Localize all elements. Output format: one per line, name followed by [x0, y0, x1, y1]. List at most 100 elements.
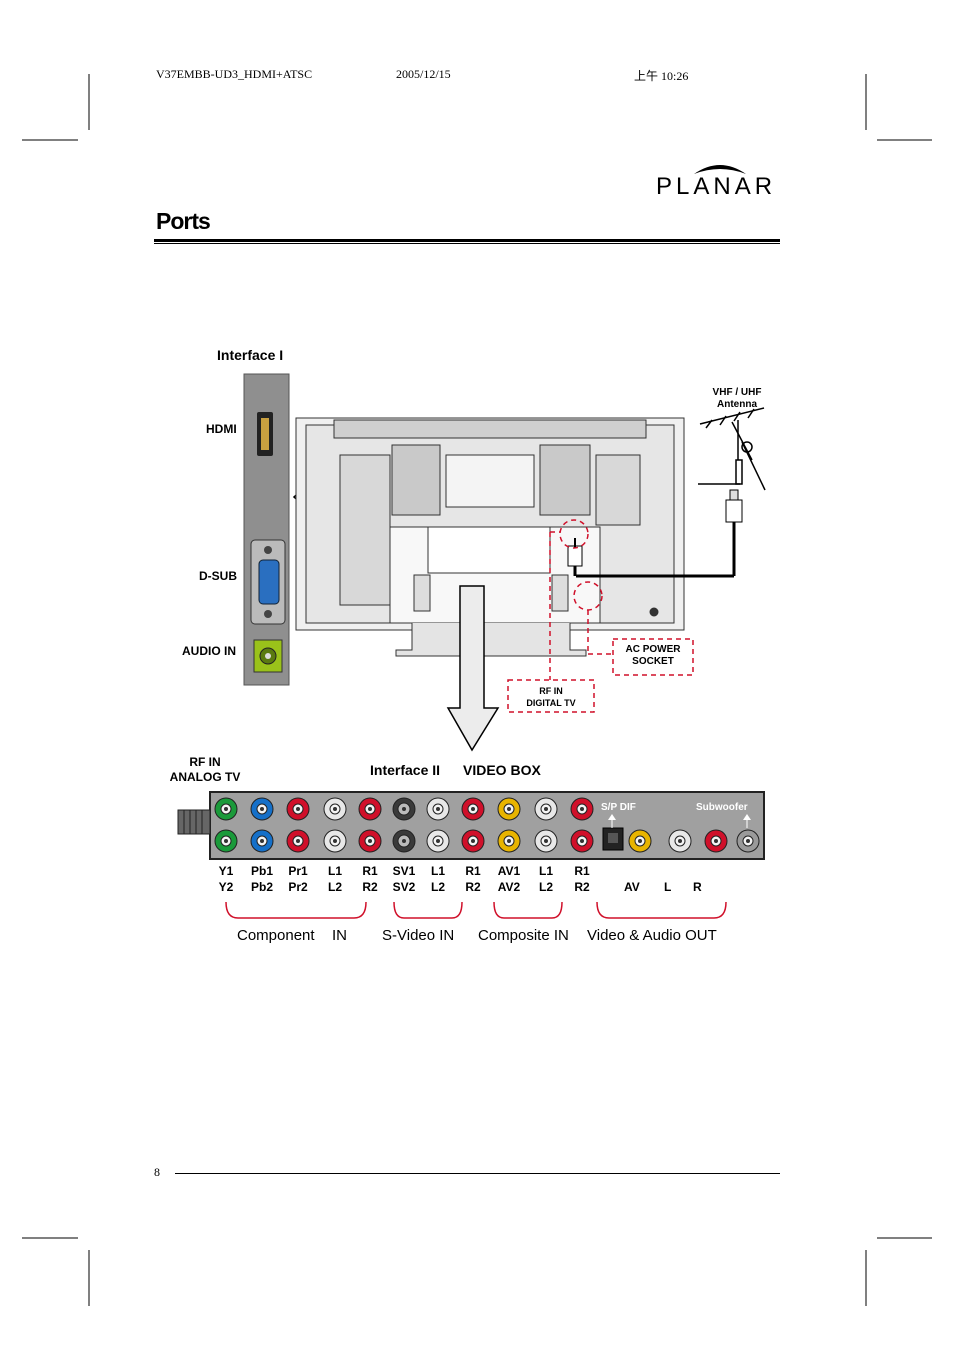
subwoofer-arrow-icon	[743, 814, 751, 828]
video-box-title: VIDEO BOX	[463, 762, 541, 778]
l-out-jack-icon	[668, 829, 692, 853]
antenna-label-line2: Antenna	[717, 399, 757, 410]
l-bottom-jack-icon	[323, 829, 347, 853]
jack-label-row1: Y1	[218, 864, 234, 878]
jack-label-row1: Pb1	[250, 864, 273, 878]
planar-logo: PLANAR	[656, 173, 777, 200]
l-top-jack-icon	[426, 797, 450, 821]
interface1-panel	[243, 373, 290, 686]
jack-label-row2: R2	[362, 880, 378, 894]
r-top-jack-icon	[461, 797, 485, 821]
antenna-icon	[698, 407, 766, 491]
jack-label-row2: SV2	[392, 880, 416, 894]
group-composite: Composite IN	[478, 927, 569, 944]
ac-power-line2: SOCKET	[632, 656, 674, 667]
hdmi-port-icon	[257, 412, 273, 456]
l-bottom-jack-icon	[426, 829, 450, 853]
pb-bottom-jack-icon	[250, 829, 274, 853]
antenna-label-line1: VHF / UHF	[712, 387, 762, 398]
jack-label-row2: R2	[574, 880, 590, 894]
sv-bottom-jack-icon	[392, 829, 416, 853]
pr-top-jack-icon	[286, 797, 310, 821]
r-bottom-jack-icon	[358, 829, 382, 853]
r-top-jack-icon	[570, 797, 594, 821]
y-top-jack-icon	[214, 797, 238, 821]
jack-label-row2: L2	[327, 880, 342, 894]
doc-id: V37EMBB-UD3_HDMI+ATSC	[156, 67, 313, 81]
subwoofer-out-jack-icon	[736, 829, 760, 853]
jack-label-row1: Pr1	[288, 864, 308, 878]
callout-lines	[507, 519, 694, 713]
av-out-jack-icon	[628, 829, 652, 853]
tv-back-illustration	[295, 417, 685, 657]
jack-label-row2: Y2	[218, 880, 234, 894]
ac-power-label: AC POWER SOCKET	[613, 644, 693, 668]
audio-in-label: AUDIO IN	[182, 644, 236, 658]
jack-label-row2: R2	[465, 880, 481, 894]
out-label-r: R	[693, 880, 702, 894]
spdif-label: S/P DIF	[601, 802, 636, 813]
page-number: 8	[154, 1165, 160, 1179]
antenna-plug-icon	[576, 489, 743, 578]
av-top-jack-icon	[497, 797, 521, 821]
subwoofer-label: Subwoofer	[696, 802, 748, 813]
interface2-title: Interface II	[370, 762, 441, 778]
footer-rule	[175, 1173, 780, 1174]
out-label-l: L	[664, 880, 672, 894]
r-out-jack-icon	[704, 829, 728, 853]
out-label-av: AV	[624, 880, 640, 894]
group-av-out: Video & Audio OUT	[587, 927, 717, 944]
jack-label-row1: R1	[362, 864, 378, 878]
hdmi-label: HDMI	[206, 422, 237, 436]
doc-date: 2005/12/15	[396, 67, 451, 81]
r-top-jack-icon	[358, 797, 382, 821]
group-svideo: S-Video IN	[382, 927, 455, 944]
jack-label-row2: AV2	[497, 880, 521, 894]
pb-top-jack-icon	[250, 797, 274, 821]
av-bottom-jack-icon	[497, 829, 521, 853]
rf-analog-line2: ANALOG TV	[169, 770, 241, 784]
l-top-jack-icon	[534, 797, 558, 821]
jack-label-row1: R1	[574, 864, 590, 878]
r-bottom-jack-icon	[570, 829, 594, 853]
arrow-to-interface2	[446, 585, 500, 752]
jack-label-row2: Pb2	[250, 880, 273, 894]
jack-label-row1: L1	[327, 864, 342, 878]
jack-label-row1: R1	[465, 864, 481, 878]
rf-analog-line1: RF IN	[189, 755, 221, 769]
dsub-port-icon	[250, 539, 286, 625]
jack-label-row1: L1	[430, 864, 445, 878]
r-bottom-jack-icon	[461, 829, 485, 853]
rf-analog-label: RF IN ANALOG TV	[160, 755, 250, 785]
sv-top-jack-icon	[392, 797, 416, 821]
rca-jacks	[214, 797, 760, 853]
group-component: Component	[237, 927, 315, 944]
title-rule	[154, 239, 780, 242]
rf-digital-line2: DIGITAL TV	[526, 698, 576, 708]
rf-digital-line1: RF IN	[539, 686, 563, 696]
y-bottom-jack-icon	[214, 829, 238, 853]
l-bottom-jack-icon	[534, 829, 558, 853]
l-top-jack-icon	[323, 797, 347, 821]
jack-label-row2: L2	[430, 880, 445, 894]
pr-bottom-jack-icon	[286, 829, 310, 853]
rf-digital-label: RF IN DIGITAL TV	[508, 685, 594, 709]
dsub-label: D-SUB	[199, 569, 237, 583]
jack-label-row1: L1	[538, 864, 553, 878]
ac-power-line1: AC POWER	[625, 644, 681, 655]
jack-label-row2: L2	[538, 880, 553, 894]
audio-in-port-icon	[253, 639, 283, 673]
jack-label-row2: Pr2	[288, 880, 308, 894]
title-rule-thin	[154, 243, 780, 244]
page-title: Ports	[156, 208, 211, 234]
group-braces	[225, 901, 727, 919]
interface1-title: Interface I	[217, 347, 284, 363]
rf-plug-icon	[567, 538, 583, 576]
antenna-label: VHF / UHF Antenna	[706, 387, 768, 411]
jack-label-row1: AV1	[497, 864, 521, 878]
doc-time: 上午 10:26	[634, 69, 689, 83]
rf-analog-connector-icon	[177, 809, 211, 835]
jack-label-row1: SV1	[392, 864, 416, 878]
